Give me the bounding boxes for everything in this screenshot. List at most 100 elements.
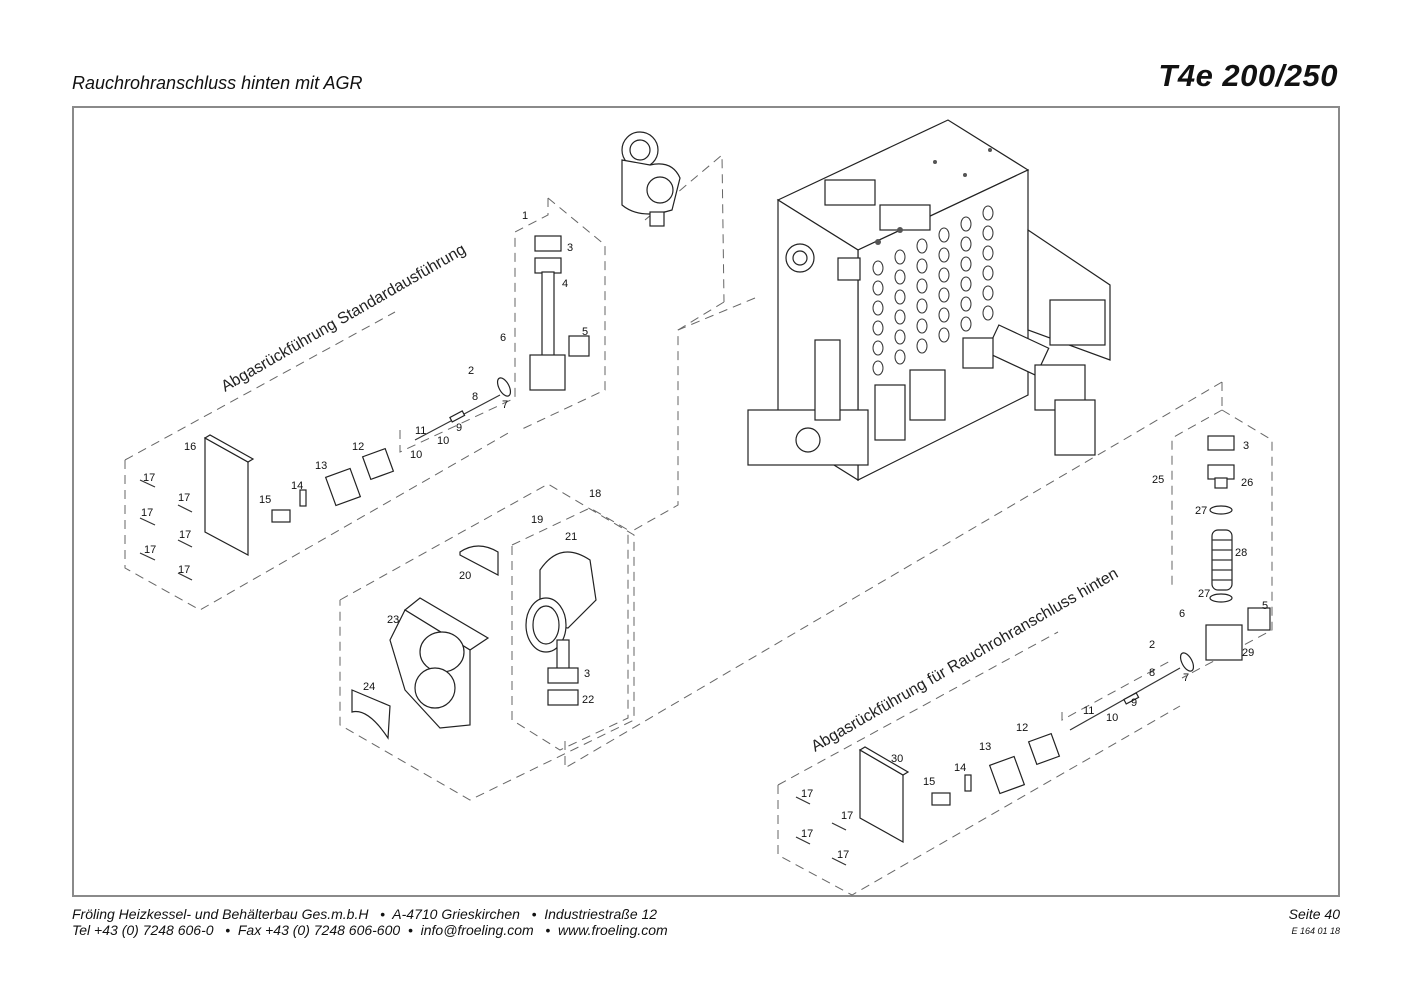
label-4: 4 <box>562 278 568 290</box>
group-standard: Abgasrückführung Standardausführung <box>124 131 756 611</box>
label-6: 6 <box>1179 608 1185 620</box>
label-14: 14 <box>291 480 303 492</box>
label-17: 17 <box>144 544 156 556</box>
label-3: 3 <box>567 242 573 254</box>
label-5: 5 <box>582 326 588 338</box>
boiler-port-hole <box>960 236 972 252</box>
boiler-illustration <box>747 119 1111 482</box>
boiler-port-hole <box>872 320 884 336</box>
label-17: 17 <box>801 788 813 800</box>
label-12: 12 <box>352 441 364 453</box>
boiler-port-hole <box>894 269 906 285</box>
boiler-port-hole <box>916 258 928 274</box>
label-2: 2 <box>1149 639 1155 651</box>
boiler-port-hole <box>982 285 994 301</box>
label-28: 28 <box>1235 547 1247 559</box>
label-23: 23 <box>387 614 399 626</box>
footer-doc-code: E 164 01 18 <box>1291 926 1340 936</box>
label-11: 11 <box>1083 705 1094 717</box>
boiler-port-hole <box>960 256 972 272</box>
boiler-port-hole <box>872 340 884 356</box>
boiler-port-hole <box>982 305 994 321</box>
boiler-port-grid <box>872 205 994 376</box>
label-9: 9 <box>1131 697 1137 709</box>
boiler-port-hole <box>872 360 884 376</box>
label-30: 30 <box>891 753 903 765</box>
boiler-port-hole <box>872 260 884 276</box>
footer-contact: Tel +43 (0) 7248 606-0 • Fax +43 (0) 724… <box>72 922 668 938</box>
boiler-port-hole <box>938 267 950 283</box>
label-21: 21 <box>565 531 577 543</box>
group-title-standard: Abgasrückführung Standardausführung <box>219 241 469 395</box>
label-3: 3 <box>1243 440 1249 452</box>
label-17: 17 <box>141 507 153 519</box>
boiler-port-hole <box>938 247 950 263</box>
label-10b: 10 <box>410 449 422 461</box>
boiler-port-hole <box>894 249 906 265</box>
label-16: 16 <box>184 441 196 453</box>
label-12: 12 <box>1016 722 1028 734</box>
label-25: 25 <box>1152 474 1164 486</box>
label-27: 27 <box>1198 588 1210 600</box>
label-19: 19 <box>531 514 543 526</box>
label-17: 17 <box>178 564 190 576</box>
label-7: 7 <box>1183 672 1189 684</box>
boiler-port-hole <box>872 300 884 316</box>
label-13: 13 <box>979 741 991 753</box>
label-17: 17 <box>179 529 191 541</box>
boiler-port-hole <box>982 225 994 241</box>
label-8: 8 <box>1149 667 1155 679</box>
label-7: 7 <box>502 399 508 411</box>
boiler-port-hole <box>938 327 950 343</box>
footer-company: Fröling Heizkessel- und Behälterbau Ges.… <box>72 906 658 922</box>
boiler-port-hole <box>938 287 950 303</box>
label-10: 10 <box>437 435 449 447</box>
label-5: 5 <box>1262 600 1268 612</box>
boiler-port-hole <box>894 289 906 305</box>
label-20: 20 <box>459 570 471 582</box>
label-29: 29 <box>1242 647 1254 659</box>
part-labels: 1 3 4 5 6 2 8 7 9 11 10 10 12 13 14 15 1… <box>141 210 1268 861</box>
boiler-port-hole <box>960 296 972 312</box>
label-17: 17 <box>143 472 155 484</box>
boiler-port-hole <box>916 278 928 294</box>
footer-page-number: Seite 40 <box>1288 906 1340 922</box>
label-14: 14 <box>954 762 966 774</box>
label-3: 3 <box>584 668 590 680</box>
group-blower <box>339 483 635 801</box>
page-subtitle: Rauchrohranschluss hinten mit AGR <box>72 73 363 93</box>
label-10: 10 <box>1106 712 1118 724</box>
label-15: 15 <box>259 494 271 506</box>
label-17: 17 <box>837 849 849 861</box>
label-1: 1 <box>522 210 528 222</box>
boiler-port-hole <box>960 316 972 332</box>
boiler-port-hole <box>960 216 972 232</box>
label-6: 6 <box>500 332 506 344</box>
boiler-port-hole <box>916 238 928 254</box>
boiler-port-hole <box>872 280 884 296</box>
label-2: 2 <box>468 365 474 377</box>
label-26: 26 <box>1241 477 1253 489</box>
boiler-port-hole <box>938 307 950 323</box>
boiler-port-hole <box>938 227 950 243</box>
label-15: 15 <box>923 776 935 788</box>
boiler-port-hole <box>894 309 906 325</box>
boiler-port-hole <box>894 349 906 365</box>
label-17: 17 <box>841 810 853 822</box>
boiler-port-hole <box>916 338 928 354</box>
boiler-port-hole <box>960 276 972 292</box>
boiler-port-hole <box>894 329 906 345</box>
boiler-port-hole <box>982 245 994 261</box>
diagram-frame <box>72 106 1340 897</box>
label-18: 18 <box>589 488 601 500</box>
label-17: 17 <box>178 492 190 504</box>
label-24: 24 <box>363 681 375 693</box>
boiler-port-hole <box>916 298 928 314</box>
model-title: T4e 200/250 <box>1158 58 1338 93</box>
label-22: 22 <box>582 694 594 706</box>
boiler-port-hole <box>982 265 994 281</box>
group-rear: Abgasrückführung für Rauchrohranschluss … <box>564 381 1273 896</box>
label-17: 17 <box>801 828 813 840</box>
boiler-port-hole <box>916 318 928 334</box>
